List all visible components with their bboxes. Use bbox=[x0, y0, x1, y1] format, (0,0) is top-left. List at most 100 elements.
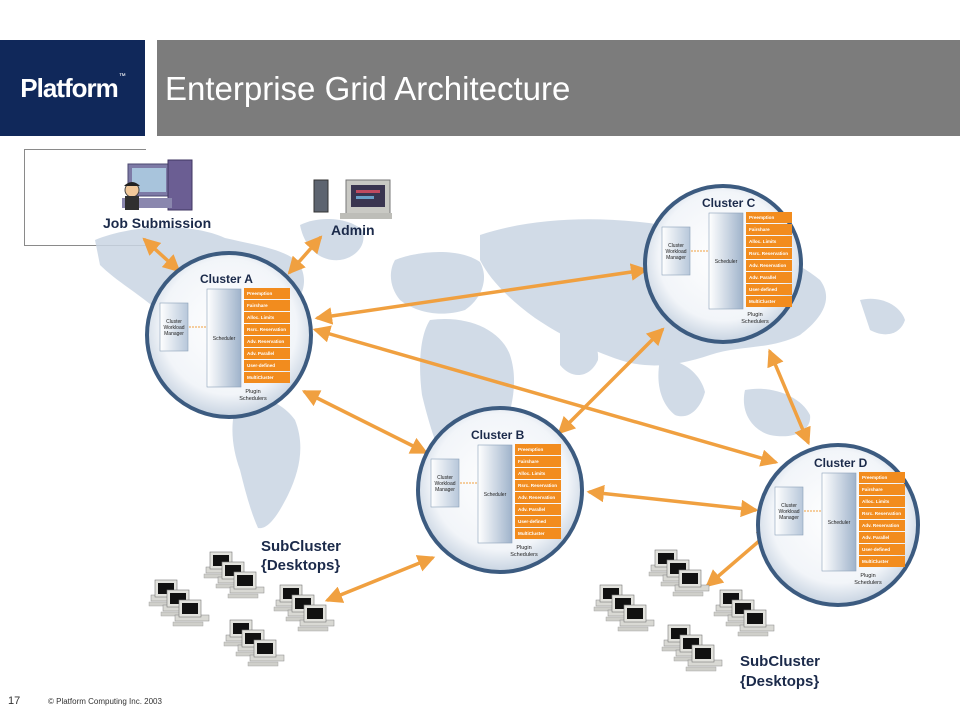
cluster-b-title: Cluster B bbox=[471, 428, 525, 442]
svg-text:Cluster: Cluster bbox=[668, 243, 684, 249]
title-bar: Enterprise Grid Architecture bbox=[157, 40, 960, 136]
svg-text:Scheduler: Scheduler bbox=[484, 492, 507, 498]
desktop-computer-icon bbox=[617, 604, 655, 632]
svg-text:Plugin: Plugin bbox=[747, 312, 762, 318]
svg-text:Alloc. Limits: Alloc. Limits bbox=[247, 315, 275, 320]
page-title: Enterprise Grid Architecture bbox=[165, 70, 571, 107]
svg-text:Adv. Parallel: Adv. Parallel bbox=[749, 275, 776, 280]
svg-text:MultiCluster: MultiCluster bbox=[862, 559, 889, 564]
svg-text:Plugin: Plugin bbox=[245, 389, 260, 395]
svg-text:Scheduler: Scheduler bbox=[828, 520, 851, 526]
svg-text:Cluster: Cluster bbox=[166, 319, 182, 325]
svg-text:Manager: Manager bbox=[164, 331, 184, 337]
svg-text:Manager: Manager bbox=[779, 515, 799, 521]
arrow-cluster-a-to-b bbox=[301, 390, 429, 454]
cluster-c: Cluster C Cluster Workload Manager Sched… bbox=[643, 184, 803, 344]
svg-text:Adv. Reservation: Adv. Reservation bbox=[247, 339, 284, 344]
svg-text:Fairshare: Fairshare bbox=[247, 303, 268, 308]
desktop-computer-icon bbox=[247, 639, 285, 667]
desktop-computer-icon bbox=[227, 571, 265, 599]
svg-text:Workload: Workload bbox=[778, 509, 799, 515]
cluster-c-title: Cluster C bbox=[702, 196, 756, 210]
subcluster-left-desktops bbox=[148, 551, 335, 667]
svg-text:User-defined: User-defined bbox=[862, 547, 890, 552]
svg-text:Rsrc. Reservation: Rsrc. Reservation bbox=[749, 251, 788, 256]
desktop-computer-icon bbox=[737, 609, 775, 637]
cluster-a-title: Cluster A bbox=[200, 272, 253, 286]
admin-workstation-icon bbox=[313, 179, 392, 219]
svg-text:Alloc. Limits: Alloc. Limits bbox=[862, 499, 890, 504]
svg-text:Workload: Workload bbox=[434, 481, 455, 487]
svg-text:Fairshare: Fairshare bbox=[518, 459, 539, 464]
arrow-cluster-b-to-d bbox=[586, 484, 759, 518]
desktop-computer-icon bbox=[672, 569, 710, 597]
platform-logo: Platform™ bbox=[0, 40, 145, 136]
svg-text:MultiCluster: MultiCluster bbox=[518, 531, 545, 536]
svg-text:User-defined: User-defined bbox=[247, 363, 275, 368]
cluster-b-internals: Cluster Workload Manager Scheduler Preem… bbox=[430, 444, 561, 558]
arrow-cluster-c-to-d bbox=[767, 348, 811, 446]
desktop-computer-icon bbox=[297, 604, 335, 632]
svg-text:Workload: Workload bbox=[163, 325, 184, 331]
job-submission-label: Job Submission bbox=[103, 215, 211, 231]
cluster-d-title: Cluster D bbox=[814, 456, 868, 470]
subcluster-left-label-line2: {Desktops} bbox=[261, 557, 340, 574]
svg-text:MultiCluster: MultiCluster bbox=[749, 299, 776, 304]
cluster-c-internals: Cluster Workload Manager Scheduler Preem… bbox=[661, 212, 792, 325]
svg-text:Scheduler: Scheduler bbox=[715, 259, 738, 265]
arrow-admin-to-cluster-a bbox=[287, 235, 323, 275]
arrow-cluster-a-to-d bbox=[312, 325, 779, 467]
svg-text:Rsrc. Reservation: Rsrc. Reservation bbox=[862, 511, 901, 516]
cluster-a-internals: Cluster Workload Manager Scheduler Preem… bbox=[159, 288, 290, 402]
svg-text:User-defined: User-defined bbox=[518, 519, 546, 524]
svg-text:Schedulers: Schedulers bbox=[741, 319, 769, 325]
svg-text:Preemption: Preemption bbox=[247, 291, 272, 296]
svg-text:Adv. Reservation: Adv. Reservation bbox=[518, 495, 555, 500]
svg-text:MultiCluster: MultiCluster bbox=[247, 375, 274, 380]
svg-text:Manager: Manager bbox=[666, 255, 686, 261]
subcluster-right-label-line2: {Desktops} bbox=[740, 673, 819, 690]
subcluster-right-label-line1: SubCluster bbox=[740, 653, 820, 670]
svg-text:Schedulers: Schedulers bbox=[510, 552, 538, 558]
svg-text:Schedulers: Schedulers bbox=[239, 396, 267, 402]
svg-text:Manager: Manager bbox=[435, 487, 455, 493]
svg-text:Adv. Parallel: Adv. Parallel bbox=[518, 507, 545, 512]
subcluster-left-label-line1: SubCluster bbox=[261, 538, 341, 555]
svg-text:Fairshare: Fairshare bbox=[862, 487, 883, 492]
svg-text:User-defined: User-defined bbox=[749, 287, 777, 292]
svg-text:Schedulers: Schedulers bbox=[854, 580, 882, 586]
admin-label: Admin bbox=[331, 222, 375, 238]
svg-text:Alloc. Limits: Alloc. Limits bbox=[518, 471, 546, 476]
svg-text:Alloc. Limits: Alloc. Limits bbox=[749, 239, 777, 244]
svg-text:Cluster: Cluster bbox=[781, 503, 797, 509]
cluster-d-internals: Cluster Workload Manager Scheduler Preem… bbox=[774, 472, 905, 586]
arrow-cluster-b-to-c bbox=[557, 327, 665, 435]
job-submission-workstation-icon bbox=[122, 159, 193, 211]
svg-text:Adv. Reservation: Adv. Reservation bbox=[749, 263, 786, 268]
svg-text:Scheduler: Scheduler bbox=[213, 336, 236, 342]
cluster-b: Cluster B Cluster Workload Manager Sched… bbox=[416, 406, 584, 574]
cluster-d: Cluster D Cluster Workload Manager Sched… bbox=[756, 443, 920, 607]
svg-text:Cluster: Cluster bbox=[437, 475, 453, 481]
arrow-cluster-a-to-c bbox=[314, 263, 649, 325]
decorative-bracket bbox=[24, 149, 146, 246]
svg-text:Plugin: Plugin bbox=[516, 545, 531, 551]
desktop-computer-icon bbox=[685, 644, 723, 672]
svg-text:Preemption: Preemption bbox=[518, 447, 543, 452]
svg-text:Rsrc. Reservation: Rsrc. Reservation bbox=[518, 483, 557, 488]
desktop-computer-icon bbox=[172, 599, 210, 627]
arrow-job-to-cluster-a bbox=[142, 237, 181, 273]
cluster-a: Cluster A Cluster Workload Manager Sched… bbox=[145, 251, 313, 419]
svg-text:Adv. Reservation: Adv. Reservation bbox=[862, 523, 899, 528]
svg-text:Rsrc. Reservation: Rsrc. Reservation bbox=[247, 327, 286, 332]
svg-text:Plugin: Plugin bbox=[860, 573, 875, 579]
svg-text:Fairshare: Fairshare bbox=[749, 227, 770, 232]
arrow-subcluster-to-b bbox=[324, 555, 436, 603]
svg-text:Adv. Parallel: Adv. Parallel bbox=[247, 351, 274, 356]
svg-text:Workload: Workload bbox=[665, 249, 686, 255]
subcluster-right-desktops bbox=[593, 549, 775, 672]
page-number: 17 bbox=[8, 695, 21, 707]
logo-text: Platform™ bbox=[20, 72, 125, 103]
svg-text:Preemption: Preemption bbox=[749, 215, 774, 220]
